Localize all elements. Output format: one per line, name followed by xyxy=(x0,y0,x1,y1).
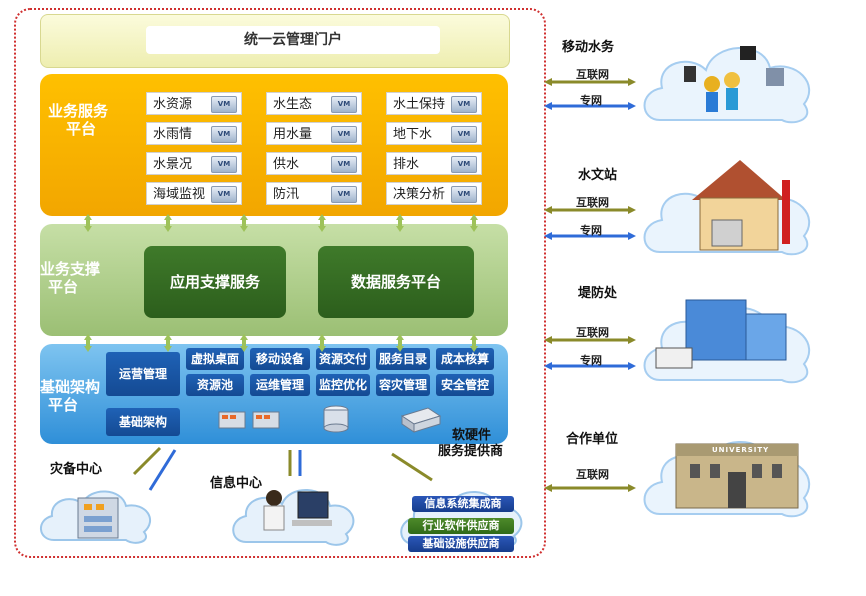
service-label: 排水 xyxy=(393,157,420,172)
portal-title: 统一云管理门户 xyxy=(146,26,440,54)
app-support-service: 应用支撑服务 xyxy=(144,246,286,318)
infra-item: 资源池 xyxy=(186,374,244,396)
service-item: 排水 VM xyxy=(386,152,482,175)
provider-badge: 基础设施供应商 xyxy=(408,536,514,552)
info-center-cloud-icon xyxy=(232,489,355,546)
link-arrow-icon xyxy=(164,334,172,352)
vm-icon: VM xyxy=(211,156,237,173)
infra-layer-label: 基础架构 平台 xyxy=(40,378,101,414)
private-net-label: 专网 xyxy=(580,224,602,237)
backup-center-cloud-icon xyxy=(40,490,151,544)
service-item: 用水量 VM xyxy=(266,122,362,145)
service-item: 海域监视 VM xyxy=(146,182,242,205)
service-label: 水景况 xyxy=(153,157,193,172)
link-arrow-icon xyxy=(396,214,404,232)
infra-item: 安全管控 xyxy=(436,374,494,396)
link-arrow-icon xyxy=(240,214,248,232)
levee-office-cloud-icon xyxy=(643,299,811,384)
vm-icon: VM xyxy=(331,126,357,143)
service-item: 水土保持 VM xyxy=(386,92,482,115)
service-label: 用水量 xyxy=(273,127,313,142)
infra-item: 移动设备 xyxy=(250,348,310,370)
internet-label: 互联网 xyxy=(576,68,609,81)
infra-item: 运维管理 xyxy=(250,374,310,396)
internet-label: 互联网 xyxy=(576,326,609,339)
network-device-icon xyxy=(400,406,442,434)
vm-icon: VM xyxy=(451,156,477,173)
private-net-label: 专网 xyxy=(580,354,602,367)
service-label: 水生态 xyxy=(273,97,313,112)
service-item: 供水 VM xyxy=(266,152,362,175)
info-center-label: 信息中心 xyxy=(210,476,263,491)
link-arrow-icon xyxy=(240,334,248,352)
infra-item: 服务目录 xyxy=(376,348,430,370)
university-sign: UNIVERSITY xyxy=(712,446,770,454)
partner-cloud-icon xyxy=(643,441,811,518)
partner-label: 合作单位 xyxy=(566,432,619,447)
server-rack-icon xyxy=(218,408,248,430)
vm-icon: VM xyxy=(331,156,357,173)
link-arrow-icon xyxy=(164,214,172,232)
link-arrow-icon xyxy=(84,214,92,232)
vm-icon: VM xyxy=(331,96,357,113)
service-item: 水景况 VM xyxy=(146,152,242,175)
link-arrow-icon xyxy=(84,334,92,352)
link-arrow-icon xyxy=(470,214,478,232)
service-label: 水土保持 xyxy=(393,97,446,112)
vm-icon: VM xyxy=(211,186,237,203)
business-layer-label: 业务服务 平台 xyxy=(48,102,109,138)
storage-disk-icon xyxy=(322,404,350,436)
link-arrow-icon xyxy=(318,334,326,352)
infra-item: 资源交付 xyxy=(316,348,370,370)
mobile-water-label: 移动水务 xyxy=(562,40,615,55)
link-arrow-icon xyxy=(396,334,404,352)
hydrology-station-cloud-icon xyxy=(643,160,811,256)
vm-icon: VM xyxy=(211,126,237,143)
backup-center-label: 灾备中心 xyxy=(50,462,103,477)
hardware-provider-label: 软硬件 服务提供商 xyxy=(438,428,504,459)
support-layer-label: 业务支撑 平台 xyxy=(40,260,101,296)
business-support-layer: 业务支撑 平台 应用支撑服务 数据服务平台 xyxy=(40,224,508,336)
infra-item: 监控优化 xyxy=(316,374,370,396)
infrastructure-layer: 基础架构 平台 运营管理 基础架构 虚拟桌面移动设备资源交付服务目录成本核算资源… xyxy=(40,344,508,444)
service-label: 水雨情 xyxy=(153,127,193,142)
platform-frame xyxy=(14,8,546,558)
service-label: 防汛 xyxy=(273,187,300,202)
service-item: 水生态 VM xyxy=(266,92,362,115)
levee-office-label: 堤防处 xyxy=(578,286,618,301)
infra-item: 成本核算 xyxy=(436,348,494,370)
link-arrow-icon xyxy=(470,334,478,352)
service-label: 海域监视 xyxy=(153,187,206,202)
ops-management-box: 运营管理 xyxy=(106,352,180,396)
vm-icon: VM xyxy=(451,186,477,203)
internet-label: 互联网 xyxy=(576,468,609,481)
vm-icon: VM xyxy=(331,186,357,203)
mobile-water-cloud-icon xyxy=(643,46,811,124)
service-item: 地下水 VM xyxy=(386,122,482,145)
vm-icon: VM xyxy=(211,96,237,113)
internet-label: 互联网 xyxy=(576,196,609,209)
hydrology-station-label: 水文站 xyxy=(578,168,618,183)
service-item: 决策分析 VM xyxy=(386,182,482,205)
service-label: 供水 xyxy=(273,157,300,172)
infra-item: 容灾管理 xyxy=(376,374,430,396)
service-item: 水资源 VM xyxy=(146,92,242,115)
service-item: 水雨情 VM xyxy=(146,122,242,145)
private-net-label: 专网 xyxy=(580,94,602,107)
service-label: 决策分析 xyxy=(393,187,446,202)
service-label: 水资源 xyxy=(153,97,193,112)
provider-badge: 信息系统集成商 xyxy=(412,496,514,512)
link-arrow-icon xyxy=(318,214,326,232)
infra-item: 虚拟桌面 xyxy=(186,348,244,370)
vm-icon: VM xyxy=(451,126,477,143)
base-architecture-box: 基础架构 xyxy=(106,408,180,436)
service-item: 防汛 VM xyxy=(266,182,362,205)
provider-badge: 行业软件供应商 xyxy=(408,518,514,534)
service-label: 地下水 xyxy=(393,127,433,142)
server-rack-icon xyxy=(252,408,282,430)
data-service-platform: 数据服务平台 xyxy=(318,246,474,318)
vm-icon: VM xyxy=(451,96,477,113)
